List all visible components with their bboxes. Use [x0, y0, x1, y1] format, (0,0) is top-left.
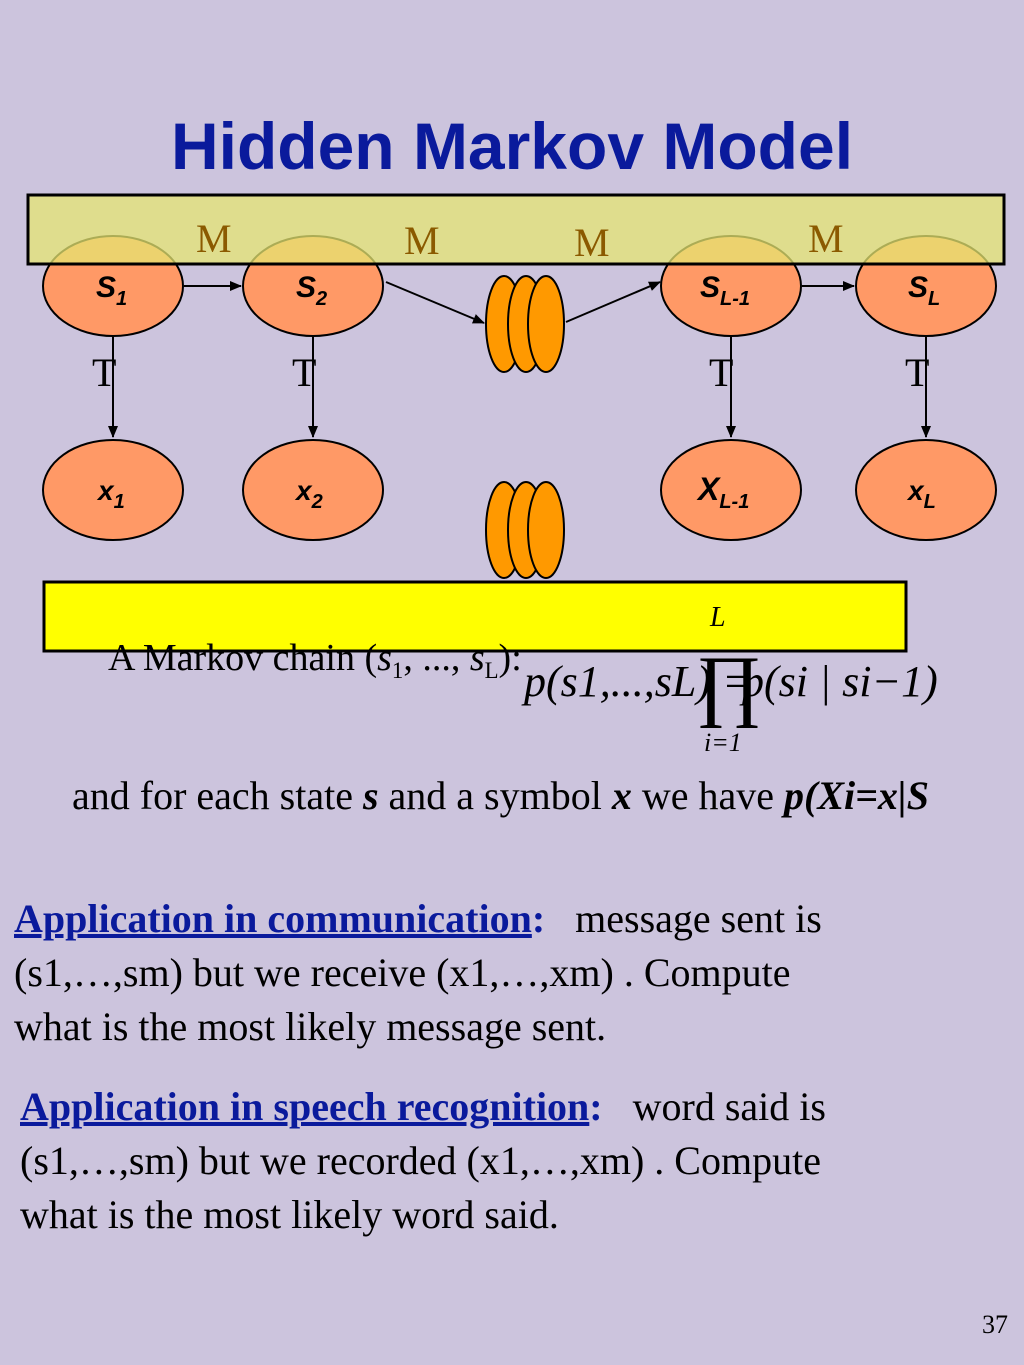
- states-ellipsis-icon: [485, 275, 565, 373]
- obs-label-xl1: XL-1: [696, 471, 749, 513]
- formula-lhs: p(s1,...,sL) =: [524, 657, 752, 706]
- application-speech-heading: Application in speech recognition: [20, 1084, 590, 1129]
- observations-ellipsis-icon: [485, 481, 565, 579]
- formula-lower-limit: i=1: [704, 728, 742, 757]
- obs-label-x2: x2: [294, 475, 323, 513]
- state-label-sl: SL: [908, 271, 940, 310]
- obs-label-x1: x1: [96, 475, 125, 513]
- obs-node-x2: [242, 439, 384, 541]
- state-label-s2: S2: [296, 271, 327, 310]
- emission-label-3: T: [709, 350, 733, 395]
- state-label-sl1: SL-1: [700, 271, 750, 310]
- yellow-highlight-box: [42, 580, 908, 653]
- transition-label-1: M: [196, 216, 232, 261]
- formula-rhs: p(si | si−1): [742, 657, 938, 706]
- state-label-s1: S1: [96, 271, 127, 310]
- application-speech: Application in speech recognition: word …: [20, 1084, 826, 1237]
- markov-chain-text: A Markov chain (s1, ..., sL):: [108, 637, 522, 683]
- emission-statement: and for each state s and a symbol x we h…: [72, 773, 929, 818]
- transition-label-2: M: [404, 218, 440, 263]
- markov-chain-formula: p(s1,...,sL) = L ∏ i=1 p(si | si−1): [520, 600, 938, 770]
- transition-label-4: M: [808, 216, 844, 261]
- obs-node-xl1: [660, 439, 802, 541]
- product-symbol: ∏: [696, 641, 762, 729]
- slide-title: Hidden Markov Model: [170, 109, 854, 183]
- application-communication: Application in communication: message se…: [14, 896, 822, 1049]
- obs-label-xl: xL: [906, 475, 936, 513]
- formula-upper-limit: L: [710, 602, 726, 633]
- transition-arrow-chain-sl1: [565, 281, 661, 323]
- page-number: 37: [982, 1310, 1008, 1339]
- hmm-diagram: S1 S2 SL-1 SL M M M M T T T T x1: [26, 193, 1006, 653]
- transition-arrow-s2-chain: [385, 281, 485, 324]
- application-communication-heading: Application in communication: [14, 896, 532, 941]
- transition-label-3: M: [574, 220, 610, 265]
- top-highlight-band: [26, 193, 1006, 266]
- obs-node-x1: [42, 439, 184, 541]
- obs-node-xl: [855, 439, 997, 541]
